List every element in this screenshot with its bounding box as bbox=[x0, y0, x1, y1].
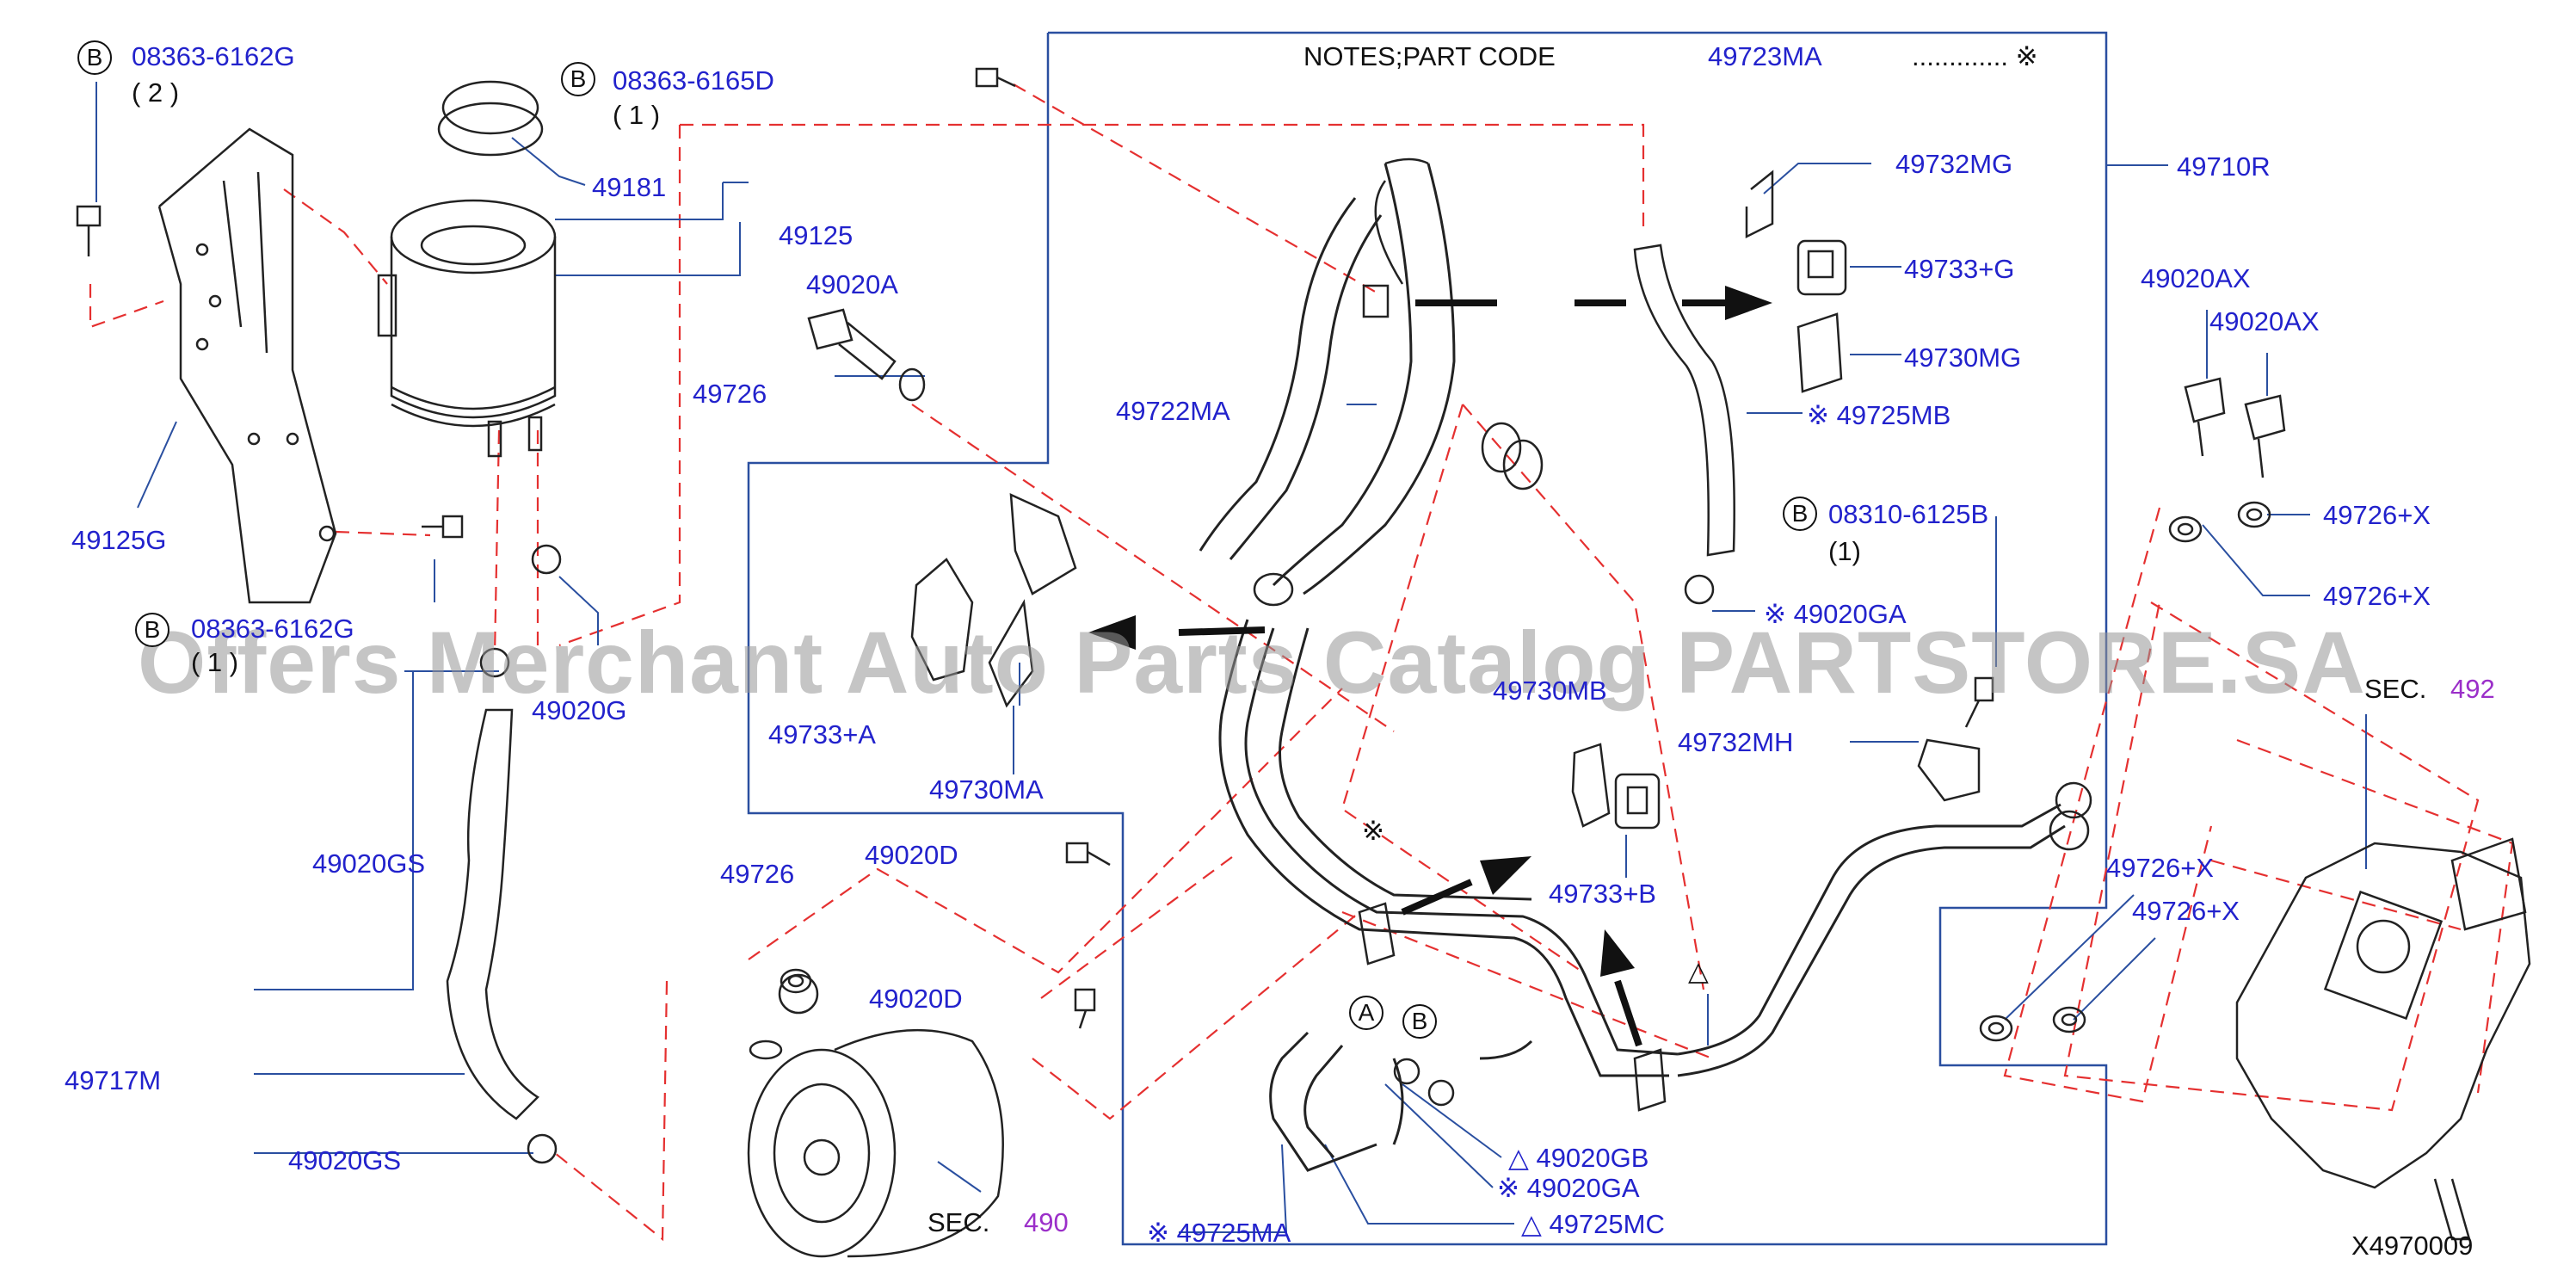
section-reference: SEC. bbox=[2364, 674, 2427, 704]
notes-dots: ............. ※ bbox=[1912, 41, 2038, 71]
diagram-code: X4970009 bbox=[2351, 1231, 2474, 1261]
frame-outline bbox=[747, 31, 2108, 1246]
part-label-49020GA[interactable]: ※ 49020GA bbox=[1497, 1173, 1640, 1203]
part-label-49732MG[interactable]: 49732MG bbox=[1895, 149, 2013, 179]
part-label-49733-G[interactable]: 49733+G bbox=[1904, 254, 2015, 284]
part-label-49730MG[interactable]: 49730MG bbox=[1904, 342, 2022, 373]
direction-arrows bbox=[1088, 286, 1772, 1047]
part-label-49020D[interactable]: 49020D bbox=[869, 984, 963, 1014]
part-label-49020GS[interactable]: 49020GS bbox=[312, 848, 425, 879]
part-label-08363-6165D[interactable]: 08363-6165D bbox=[613, 65, 774, 96]
leader-lines bbox=[96, 82, 2367, 1233]
circle-b-marker: B bbox=[1783, 497, 1817, 531]
part-label-49726-X[interactable]: 49726+X bbox=[2323, 581, 2431, 611]
part-label-49722MA[interactable]: 49722MA bbox=[1116, 396, 1230, 426]
part-label-49020GB[interactable]: △ 49020GB bbox=[1508, 1143, 1649, 1173]
part-label-49020A[interactable]: 49020A bbox=[806, 269, 898, 299]
circle-b-marker: B bbox=[561, 62, 595, 96]
watermark-text: Offers Merchant Auto Parts Catalog PARTS… bbox=[138, 614, 2366, 712]
part-label-49725MC[interactable]: △ 49725MC bbox=[1521, 1209, 1665, 1239]
notes-text: NOTES;PART CODE bbox=[1303, 41, 1556, 71]
part-label-49020GS[interactable]: 49020GS bbox=[288, 1145, 401, 1175]
part-label-49181[interactable]: 49181 bbox=[592, 172, 667, 202]
part-label-49020GA[interactable]: ※ 49020GA bbox=[1764, 599, 1907, 629]
triangle-mark: △ bbox=[1688, 956, 1709, 986]
circle-b-marker: B bbox=[1402, 1004, 1437, 1039]
part-label-49020G[interactable]: 49020G bbox=[532, 695, 627, 725]
quantity-label: ( 1 ) bbox=[613, 100, 661, 130]
part-label-49726[interactable]: 49726 bbox=[720, 859, 795, 889]
part-label-08310-6125B[interactable]: 08310-6125B bbox=[1828, 499, 1989, 529]
part-label-49730MB[interactable]: 49730MB bbox=[1493, 676, 1607, 706]
part-label-49125G[interactable]: 49125G bbox=[71, 525, 167, 555]
part-label-49020D[interactable]: 49020D bbox=[865, 840, 958, 870]
part-label-49020AX[interactable]: 49020AX bbox=[2141, 263, 2251, 293]
part-label-49125[interactable]: 49125 bbox=[779, 220, 854, 250]
part-label-49726[interactable]: 49726 bbox=[693, 379, 767, 409]
part-label-49726-X[interactable]: 49726+X bbox=[2323, 500, 2431, 530]
part-label-49733-A[interactable]: 49733+A bbox=[768, 719, 876, 750]
section-number-link[interactable]: 490 bbox=[1024, 1207, 1069, 1237]
part-label-49732MH[interactable]: 49732MH bbox=[1678, 727, 1794, 757]
part-label-08363-6162G[interactable]: 08363-6162G bbox=[191, 614, 354, 644]
part-label-08363-6162G[interactable]: 08363-6162G bbox=[132, 41, 295, 71]
part-label-49726-X[interactable]: 49726+X bbox=[2106, 853, 2214, 883]
quantity-label: (1) bbox=[1828, 536, 1861, 566]
part-label-49717M[interactable]: 49717M bbox=[65, 1065, 162, 1095]
section-reference: SEC. bbox=[927, 1207, 990, 1237]
part-label-49710R[interactable]: 49710R bbox=[2177, 151, 2271, 182]
part-label-49726-X[interactable]: 49726+X bbox=[2132, 896, 2240, 926]
notes-code[interactable]: 49723MA bbox=[1708, 41, 1822, 71]
part-drawings bbox=[76, 67, 2531, 1258]
part-label-49725MB[interactable]: ※ 49725MB bbox=[1807, 400, 1951, 430]
circle-a-marker: A bbox=[1349, 996, 1384, 1030]
part-label-49733-B[interactable]: 49733+B bbox=[1549, 879, 1656, 909]
note-mark: ※ bbox=[1362, 816, 1384, 846]
quantity-label: ( 1 ) bbox=[191, 647, 239, 677]
quantity-label: ( 2 ) bbox=[132, 77, 180, 108]
part-label-49730MA[interactable]: 49730MA bbox=[929, 774, 1044, 805]
circle-b-marker: B bbox=[77, 40, 112, 75]
section-number-link[interactable]: 492 bbox=[2450, 674, 2495, 704]
circle-b-marker: B bbox=[135, 613, 169, 647]
part-label-49020AX[interactable]: 49020AX bbox=[2209, 306, 2320, 336]
bolt-drawing bbox=[76, 205, 102, 256]
part-label-49725MA[interactable]: ※ 49725MA bbox=[1147, 1218, 1291, 1248]
